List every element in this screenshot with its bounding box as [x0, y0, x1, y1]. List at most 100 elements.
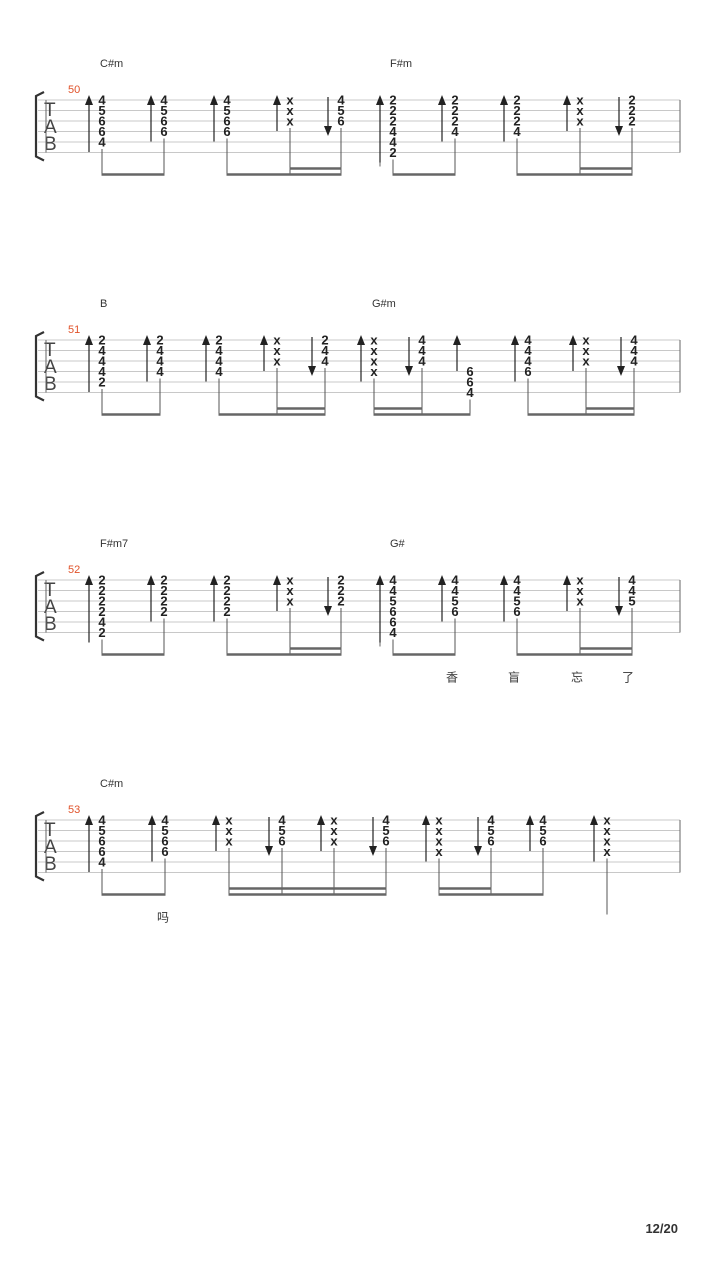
strum-up-arrow-icon — [202, 335, 210, 345]
fret-number: 2 — [160, 573, 167, 588]
fret-number: 6 — [160, 114, 167, 129]
fret-number: x — [603, 823, 611, 838]
fret-number: 4 — [160, 93, 168, 108]
strum-up-arrow-icon — [85, 575, 93, 585]
strum-up-arrow-icon — [273, 575, 281, 585]
strum-down-arrow-icon — [324, 606, 332, 616]
fret-number: x — [582, 354, 590, 369]
fret-number: 2 — [223, 573, 230, 588]
fret-number: 6 — [160, 124, 167, 139]
lyric-syllable: 盲 — [508, 670, 520, 685]
fret-number: x — [576, 594, 584, 609]
strum-up-arrow-icon — [317, 815, 325, 825]
strum-down-arrow-icon — [369, 846, 377, 856]
fret-number: 4 — [630, 354, 638, 369]
fret-number: 2 — [389, 114, 396, 129]
strum-beat: xxx — [563, 93, 584, 175]
strum-up-arrow-icon — [500, 95, 508, 105]
fret-number: 4 — [98, 364, 106, 379]
fret-number: 4 — [215, 354, 223, 369]
fret-number: 4 — [487, 813, 495, 828]
fret-number: 6 — [223, 114, 230, 129]
fret-number: 6 — [389, 604, 396, 619]
strum-down-arrow-icon — [615, 126, 623, 136]
fret-number: 4 — [513, 573, 521, 588]
fret-number: 4 — [630, 333, 638, 348]
fret-number: x — [273, 333, 281, 348]
fret-number: 4 — [451, 573, 459, 588]
fret-number: 6 — [337, 114, 344, 129]
fret-number: 6 — [466, 375, 473, 390]
fret-number: 2 — [628, 114, 635, 129]
fret-number: 2 — [215, 333, 222, 348]
fret-number: 6 — [539, 834, 546, 849]
fret-number: x — [603, 813, 611, 828]
strum-beat: 456 — [324, 93, 345, 175]
fret-number: x — [286, 594, 294, 609]
fret-number: 5 — [223, 103, 230, 118]
fret-number: 4 — [98, 93, 106, 108]
fret-number: 6 — [451, 604, 458, 619]
fret-number: 4 — [418, 343, 426, 358]
fret-number: 4 — [161, 813, 169, 828]
fret-number: 5 — [161, 823, 168, 838]
fret-number: 2 — [98, 625, 105, 640]
fret-number: 4 — [98, 855, 106, 870]
strum-up-arrow-icon — [438, 575, 446, 585]
fret-number: 4 — [278, 813, 286, 828]
fret-number: 5 — [628, 594, 635, 609]
strum-up-arrow-icon — [357, 335, 365, 345]
strum-up-arrow-icon — [143, 335, 151, 345]
fret-number: 4 — [513, 124, 521, 139]
chord-name: F#m — [390, 58, 412, 70]
fret-number: 6 — [98, 834, 105, 849]
fret-number: x — [435, 834, 443, 849]
fret-number: x — [330, 834, 338, 849]
fret-number: 2 — [513, 103, 520, 118]
strum-up-arrow-icon — [260, 335, 268, 345]
strum-beat: xxx — [563, 573, 584, 655]
strum-up-arrow-icon — [147, 575, 155, 585]
fret-number: 6 — [487, 834, 494, 849]
fret-number: 2 — [451, 93, 458, 108]
strum-beat: 444 — [617, 333, 638, 415]
fret-number: 4 — [524, 343, 532, 358]
fret-number: 4 — [215, 364, 223, 379]
fret-number: 4 — [156, 354, 164, 369]
fret-number: x — [273, 343, 281, 358]
strum-down-arrow-icon — [617, 366, 625, 376]
fret-number: x — [286, 583, 294, 598]
chord-name: C#m — [100, 778, 123, 790]
strum-up-arrow-icon — [500, 575, 508, 585]
fret-number: x — [435, 844, 443, 859]
tab-clef-letter: A — [44, 117, 57, 138]
strum-up-arrow-icon — [511, 335, 519, 345]
fret-number: 4 — [389, 625, 397, 640]
fret-number: x — [576, 573, 584, 588]
fret-number: x — [435, 823, 443, 838]
fret-number: x — [576, 103, 584, 118]
fret-number: 6 — [466, 364, 473, 379]
fret-number: 2 — [451, 114, 458, 129]
tab-clef-letter: T — [44, 580, 56, 601]
strum-up-arrow-icon — [210, 575, 218, 585]
fret-number: x — [225, 834, 233, 849]
fret-number: 6 — [223, 124, 230, 139]
fret-number: 4 — [156, 364, 164, 379]
measure-number: 51 — [68, 324, 80, 336]
fret-number: 2 — [389, 93, 396, 108]
measure-number: 53 — [68, 804, 80, 816]
tab-clef-letter: T — [44, 340, 56, 361]
strum-down-arrow-icon — [324, 126, 332, 136]
fret-number: x — [273, 354, 281, 369]
fret-number: 4 — [98, 813, 106, 828]
fret-number: x — [286, 93, 294, 108]
